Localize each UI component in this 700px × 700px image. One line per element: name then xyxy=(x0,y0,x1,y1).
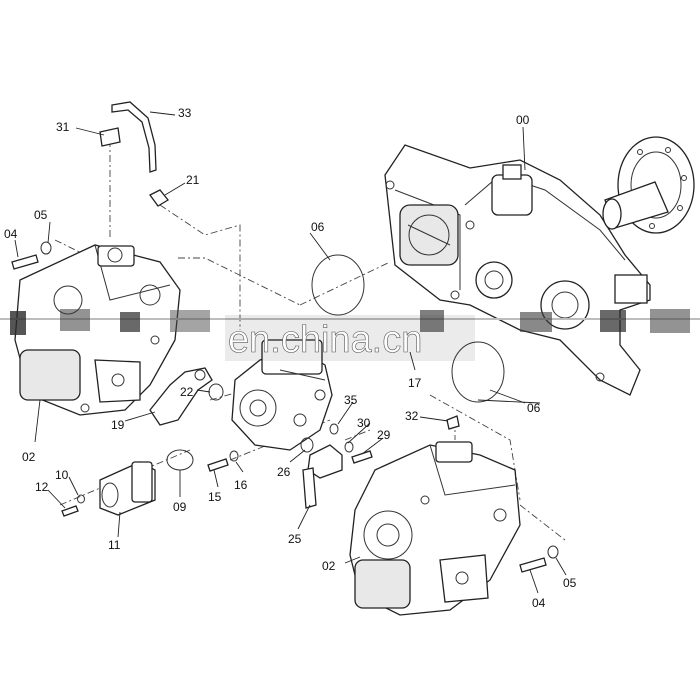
callout-06-upper: 06 xyxy=(311,220,325,234)
leader-lines xyxy=(14,111,567,594)
o-ring-26 xyxy=(300,437,314,453)
callout-35: 35 xyxy=(344,393,358,407)
callout-16: 16 xyxy=(234,478,248,492)
callout-31: 31 xyxy=(56,120,70,134)
watermark-band: en.china.cn xyxy=(0,309,700,361)
hydraulic-pump-center xyxy=(231,339,333,451)
charge-pump xyxy=(99,461,156,516)
callout-04-left: 04 xyxy=(4,227,18,241)
callout-02-right: 02 xyxy=(322,559,336,573)
hydraulic-pump-right xyxy=(349,441,521,616)
drive-flange xyxy=(602,136,695,234)
transfer-gearbox xyxy=(384,144,651,396)
callout-06-lower: 06 xyxy=(527,401,541,415)
callout-12: 12 xyxy=(35,480,49,494)
callout-33: 33 xyxy=(178,106,192,120)
o-ring-06-upper xyxy=(311,254,365,316)
pipe-bracket-19 xyxy=(149,367,213,426)
callout-29: 29 xyxy=(377,428,391,442)
callout-05-left: 05 xyxy=(34,208,48,222)
callout-02-left: 02 xyxy=(22,450,36,464)
callout-32: 32 xyxy=(405,409,419,423)
hydraulic-pump-left xyxy=(14,244,181,416)
hose-assembly xyxy=(99,101,169,207)
callout-30: 30 xyxy=(357,416,371,430)
callout-19: 19 xyxy=(111,418,125,432)
callout-04-right: 04 xyxy=(532,596,546,610)
callout-00: 00 xyxy=(516,113,530,127)
callout-15: 15 xyxy=(208,490,222,504)
elbow-fitting xyxy=(302,444,343,509)
callout-22: 22 xyxy=(180,385,194,399)
callout-25: 25 xyxy=(288,532,302,546)
callout-05-right: 05 xyxy=(563,576,577,590)
callout-11: 11 xyxy=(108,538,121,552)
callout-09: 09 xyxy=(173,500,187,514)
bolts-and-washers xyxy=(11,241,559,573)
callout-labels: 00 02 02 04 04 05 05 06 06 09 10 11 12 1… xyxy=(4,106,577,610)
callout-21: 21 xyxy=(186,173,200,187)
o-ring-22 xyxy=(208,383,224,401)
o-ring-06-lower xyxy=(451,341,505,403)
o-ring-09 xyxy=(166,449,194,471)
callout-17: 17 xyxy=(408,376,422,390)
callout-10: 10 xyxy=(55,468,69,482)
callout-26: 26 xyxy=(277,465,291,479)
watermark-text: en.china.cn xyxy=(228,319,422,361)
